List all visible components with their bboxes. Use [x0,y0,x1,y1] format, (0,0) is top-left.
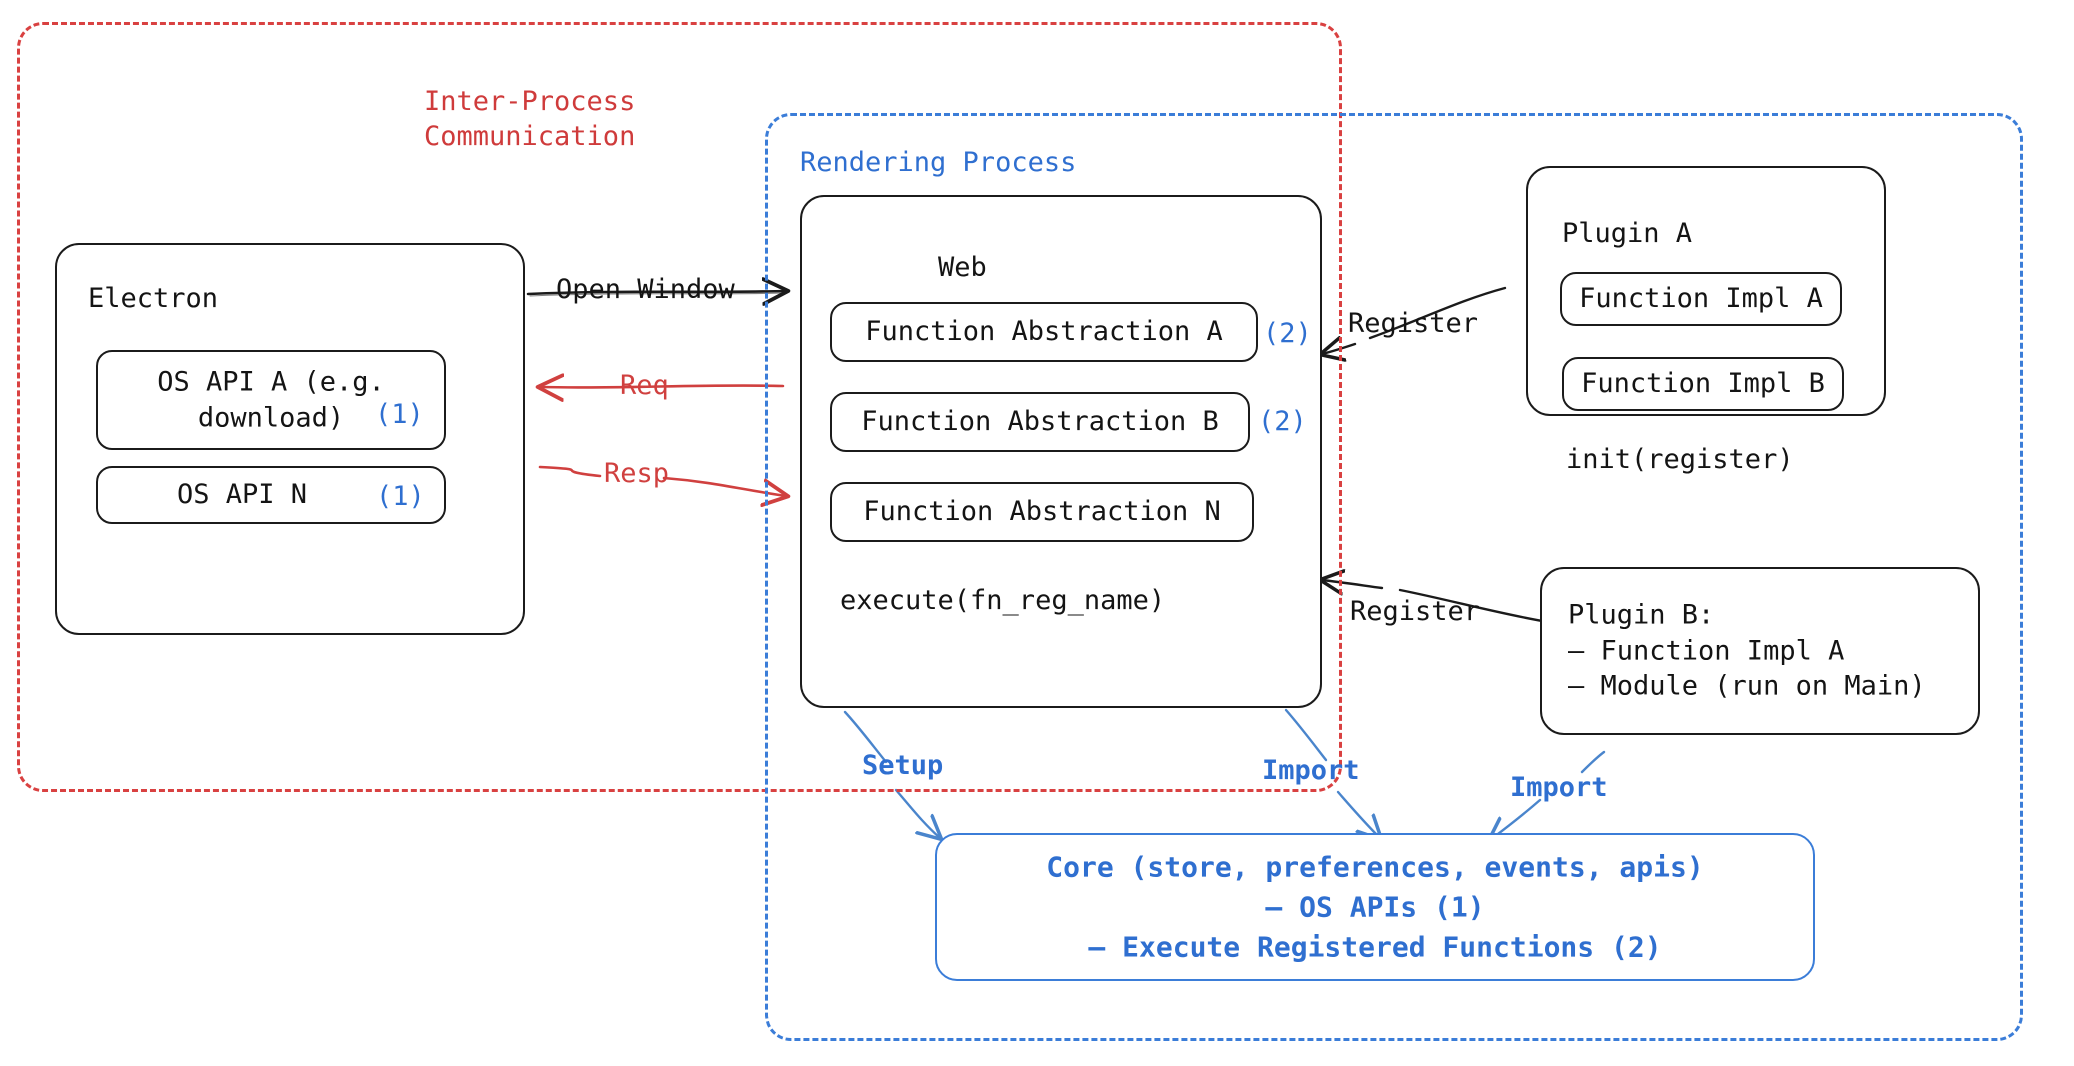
function-abstraction-a-badge: (2) [1263,318,1312,349]
function-abstraction-b-badge: (2) [1258,406,1307,437]
group-label-rendering-process: Rendering Process [800,147,1077,178]
edge-label-resp: Resp [604,458,670,489]
edge-label-register-plugin-b: Register [1350,596,1481,627]
function-abstraction-n-box: Function Abstraction N [830,482,1254,542]
function-impl-a-box: Function Impl A [1560,272,1842,326]
function-abstraction-a-box: Function Abstraction A [830,302,1258,362]
function-impl-a-label: Function Impl A [1579,283,1823,315]
edge-label-open-window: Open Window [556,274,735,305]
plugin-a-init-label: init(register) [1566,444,1794,475]
edge-label-import-web: Import [1262,755,1360,786]
web-title: Web [938,252,987,283]
edge-label-register-plugin-a: Register [1348,308,1479,339]
plugin-b-box: Plugin B: — Function Impl A — Module (ru… [1540,567,1980,735]
function-abstraction-b-label: Function Abstraction B [861,406,1219,438]
edge-label-import-plugin-b: Import [1510,772,1608,803]
function-abstraction-a-label: Function Abstraction A [865,316,1223,348]
group-inter-process-communication [17,22,1342,792]
os-api-a-badge: (1) [375,399,424,430]
plugin-b-text: Plugin B: — Function Impl A — Module (ru… [1568,599,1926,702]
group-rendering-process [765,113,2023,1041]
function-abstraction-n-label: Function Abstraction N [863,496,1221,528]
group-label-ipc: Inter-Process Communication [424,86,636,152]
function-abstraction-b-box: Function Abstraction B [830,392,1250,452]
core-text: Core (store, preferences, events, apis) … [1046,850,1704,963]
os-api-a-box: OS API A (e.g. download) [96,350,446,450]
function-impl-b-label: Function Impl B [1581,368,1825,400]
edge-label-req: Req [620,370,669,401]
plugin-a-title: Plugin A [1562,218,1693,249]
os-api-n-box: OS API N [96,466,446,524]
edge-label-setup: Setup [862,750,944,781]
function-impl-b-box: Function Impl B [1562,357,1844,411]
core-box: Core (store, preferences, events, apis) … [935,833,1815,981]
os-api-n-badge: (1) [376,481,425,512]
os-api-a-label: OS API A (e.g. download) [157,366,385,433]
electron-title: Electron [88,283,219,314]
os-api-n-label: OS API N [176,479,308,511]
web-execute-label: execute(fn_reg_name) [840,585,1166,616]
